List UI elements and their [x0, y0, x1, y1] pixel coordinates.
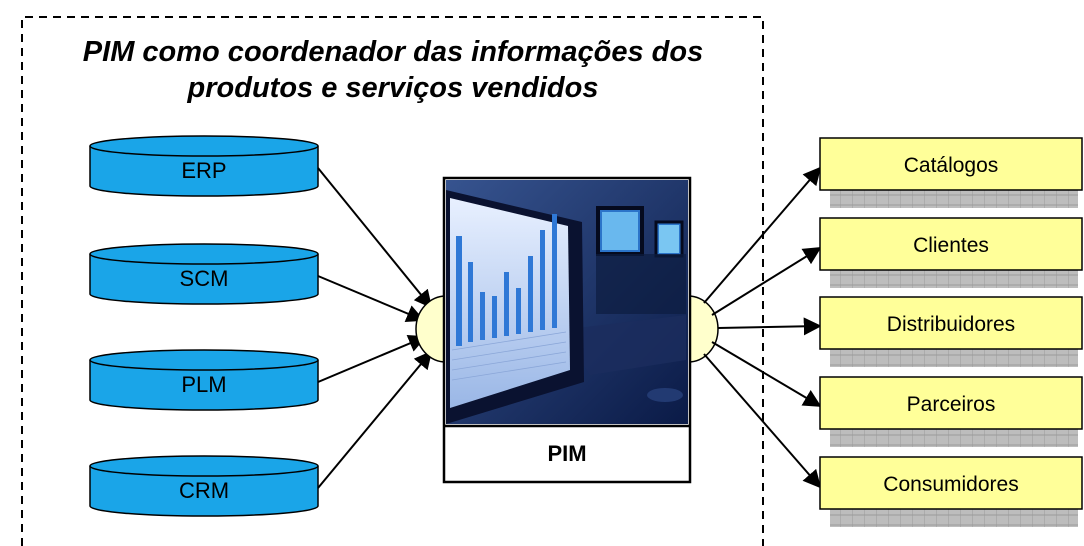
source-label-plm: PLM	[181, 372, 226, 397]
diagram-title-line-2: produtos e serviços vendidos	[187, 72, 599, 104]
source-label-scm: SCM	[180, 266, 229, 291]
source-cylinder-plm: PLM	[89, 349, 319, 411]
source-cylinder-erp: ERP	[89, 135, 319, 197]
source-cylinder-scm: SCM	[89, 243, 319, 305]
source-label-crm: CRM	[179, 478, 229, 503]
output-label-consumidores: Consumidores	[883, 473, 1018, 496]
arrow-pim-to-consumidores	[703, 353, 822, 489]
diagram-title-line-1: PIM como coordenador das informações dos	[83, 36, 703, 68]
arrow-pim-to-parceiros	[711, 341, 822, 407]
output-label-parceiros: Parceiros	[907, 393, 996, 416]
arrow-erp-to-pim	[317, 167, 433, 309]
output-label-catalogos: Catálogos	[904, 154, 999, 177]
pim-label: PIM	[547, 441, 586, 466]
output-label-clientes: Clientes	[913, 234, 989, 257]
computer-monitor-image	[446, 180, 688, 424]
output-box-parceiros: Parceiros	[819, 376, 1083, 447]
pim-hub: PIM	[442, 176, 692, 484]
arrow-pim-to-clientes	[711, 247, 822, 316]
arrow-pim-to-catalogos	[703, 166, 822, 304]
arrow-crm-to-pim	[317, 350, 433, 489]
source-cylinder-crm: CRM	[89, 455, 319, 517]
output-box-distribuidores: Distribuidores	[819, 296, 1083, 367]
output-label-distribuidores: Distribuidores	[887, 313, 1015, 336]
output-box-catalogos: Catálogos	[819, 137, 1083, 208]
output-box-consumidores: Consumidores	[819, 456, 1083, 527]
arrow-plm-to-pim	[317, 334, 427, 383]
arrow-pim-to-distribuidores	[717, 317, 822, 336]
arrow-scm-to-pim	[317, 275, 425, 323]
source-label-erp: ERP	[181, 158, 226, 183]
output-box-clientes: Clientes	[819, 217, 1083, 288]
dashed-boundary	[21, 16, 764, 546]
